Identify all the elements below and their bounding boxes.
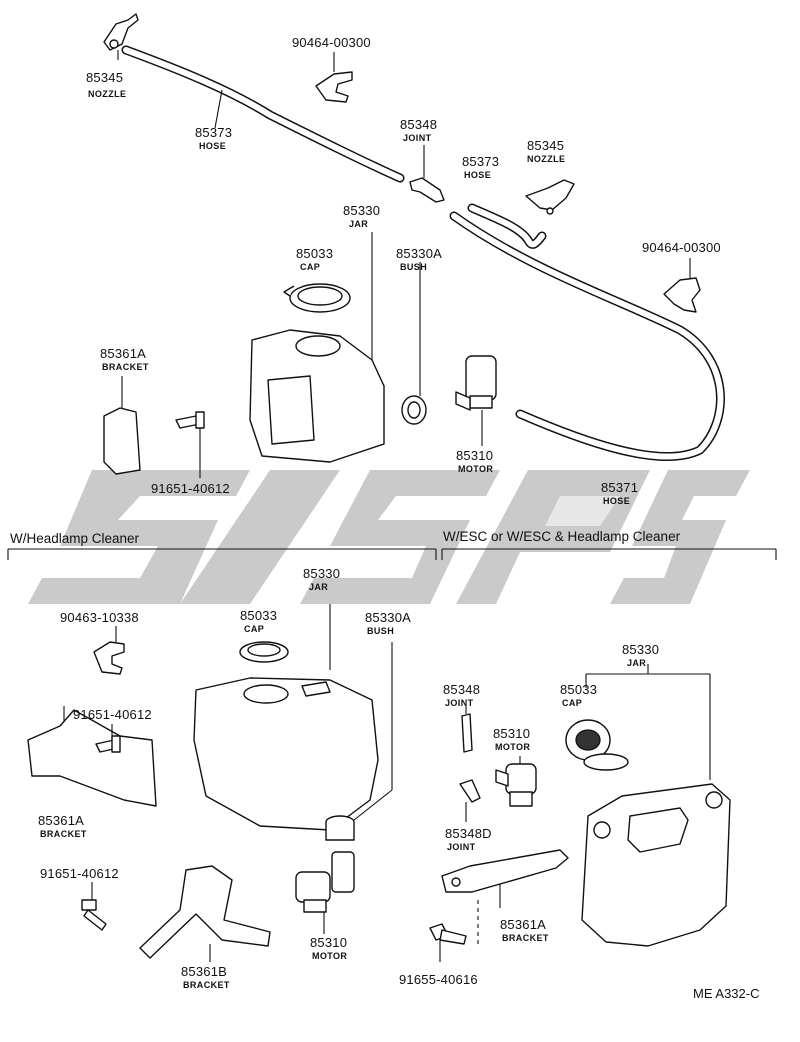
bolt-b-left-number: 91651-40612	[40, 866, 119, 881]
nozzle-top-left	[103, 13, 139, 60]
cap-left-number: 85033	[240, 608, 277, 623]
cap-right-label: CAP	[562, 698, 582, 708]
bracket-b-left	[139, 865, 271, 962]
jar-top-label: JAR	[349, 219, 368, 229]
bolt-top-number: 91651-40612	[151, 481, 230, 496]
bracket-a-left-number: 85361A	[38, 813, 84, 828]
clip-right	[663, 258, 701, 313]
motor-right-label: MOTOR	[495, 742, 530, 752]
clip-right-number: 90464-00300	[642, 240, 721, 255]
motor-right-number: 85310	[493, 726, 530, 741]
bracket-top-number: 85361A	[100, 346, 146, 361]
motor-left	[295, 851, 355, 934]
hose-long-number: 85371	[601, 480, 638, 495]
cap-right-number: 85033	[560, 682, 597, 697]
motor-left-label: MOTOR	[312, 951, 347, 961]
joint-d-right-label: JOINT	[447, 842, 476, 852]
hose-long-label: HOSE	[603, 496, 630, 506]
cap-top-number: 85033	[296, 246, 333, 261]
bolt-right-number: 91655-40616	[399, 972, 478, 987]
cap-right	[565, 719, 629, 771]
clip-left-number: 90463-10338	[60, 610, 139, 625]
bolt-b-left	[81, 882, 107, 931]
section-title-esc: W/ESC or W/ESC & Headlamp Cleaner	[443, 529, 681, 544]
diagram-code: ME A332-C	[693, 986, 759, 1001]
bush-top	[401, 262, 427, 425]
clip-top	[315, 52, 353, 103]
section-bracket-left	[7, 548, 437, 560]
hose-right-label: HOSE	[464, 170, 491, 180]
hose-left-number: 85373	[195, 125, 232, 140]
watermark-logo	[28, 470, 750, 604]
motor-right	[495, 756, 537, 807]
hose-left-label: HOSE	[199, 141, 226, 151]
bush-left-number: 85330A	[365, 610, 411, 625]
bracket-b-left-label: BRACKET	[183, 980, 230, 990]
joint-top	[409, 145, 445, 203]
bracket-top	[103, 376, 141, 475]
nozzle-right-label: NOZZLE	[527, 154, 565, 164]
jar-right-number: 85330	[622, 642, 659, 657]
jar-right	[581, 664, 731, 947]
jar-top-number: 85330	[343, 203, 380, 218]
bush-top-label: BUSH	[400, 262, 427, 272]
motor-left-number: 85310	[310, 935, 347, 950]
nozzle-left-number: 85345	[86, 70, 123, 85]
cap-left-label: CAP	[244, 624, 264, 634]
jar-left	[193, 604, 379, 831]
cap-left	[239, 641, 289, 663]
bracket-a-left-label: BRACKET	[40, 829, 87, 839]
joint-top-label: JOINT	[403, 133, 432, 143]
bracket-right-number: 85361A	[500, 917, 546, 932]
jar-right-label: JAR	[627, 658, 646, 668]
hose-right-short	[467, 203, 547, 249]
jar-left-number: 85330	[303, 566, 340, 581]
bush-left-label: BUSH	[367, 626, 394, 636]
bracket-top-label: BRACKET	[102, 362, 149, 372]
nozzle-left-label: NOZZLE	[88, 89, 126, 99]
bolt-a-left	[95, 724, 121, 753]
motor-top-label: MOTOR	[458, 464, 493, 474]
nozzle-right-number: 85345	[527, 138, 564, 153]
joint-right	[461, 706, 473, 753]
section-title-headlamp-cleaner: W/Headlamp Cleaner	[10, 531, 140, 546]
joint-top-number: 85348	[400, 117, 437, 132]
bracket-b-left-number: 85361B	[181, 964, 227, 979]
hose-long	[449, 211, 725, 461]
bush-top-number: 85330A	[396, 246, 442, 261]
bracket-right	[441, 849, 569, 908]
motor-top-number: 85310	[456, 448, 493, 463]
section-bracket-right	[441, 548, 777, 560]
bolt-a-left-number: 91651-40612	[73, 707, 152, 722]
jar-left-label: JAR	[309, 582, 328, 592]
hose-left	[121, 45, 405, 183]
joint-right-label: JOINT	[445, 698, 474, 708]
bush-left	[325, 642, 393, 841]
bolt-right	[429, 900, 479, 962]
clip-left	[93, 626, 125, 675]
hose-right-number: 85373	[462, 154, 499, 169]
clip-top-number: 90464-00300	[292, 35, 371, 50]
bracket-a-left	[27, 706, 157, 807]
bracket-right-label: BRACKET	[502, 933, 549, 943]
joint-right-number: 85348	[443, 682, 480, 697]
joint-d-right	[459, 779, 481, 822]
nozzle-top-right	[525, 179, 575, 215]
cap-top	[283, 283, 351, 313]
bolt-top	[175, 411, 205, 478]
joint-d-right-number: 85348D	[445, 826, 492, 841]
cap-top-label: CAP	[300, 262, 320, 272]
jar-top	[249, 232, 385, 463]
motor-top	[455, 355, 497, 446]
